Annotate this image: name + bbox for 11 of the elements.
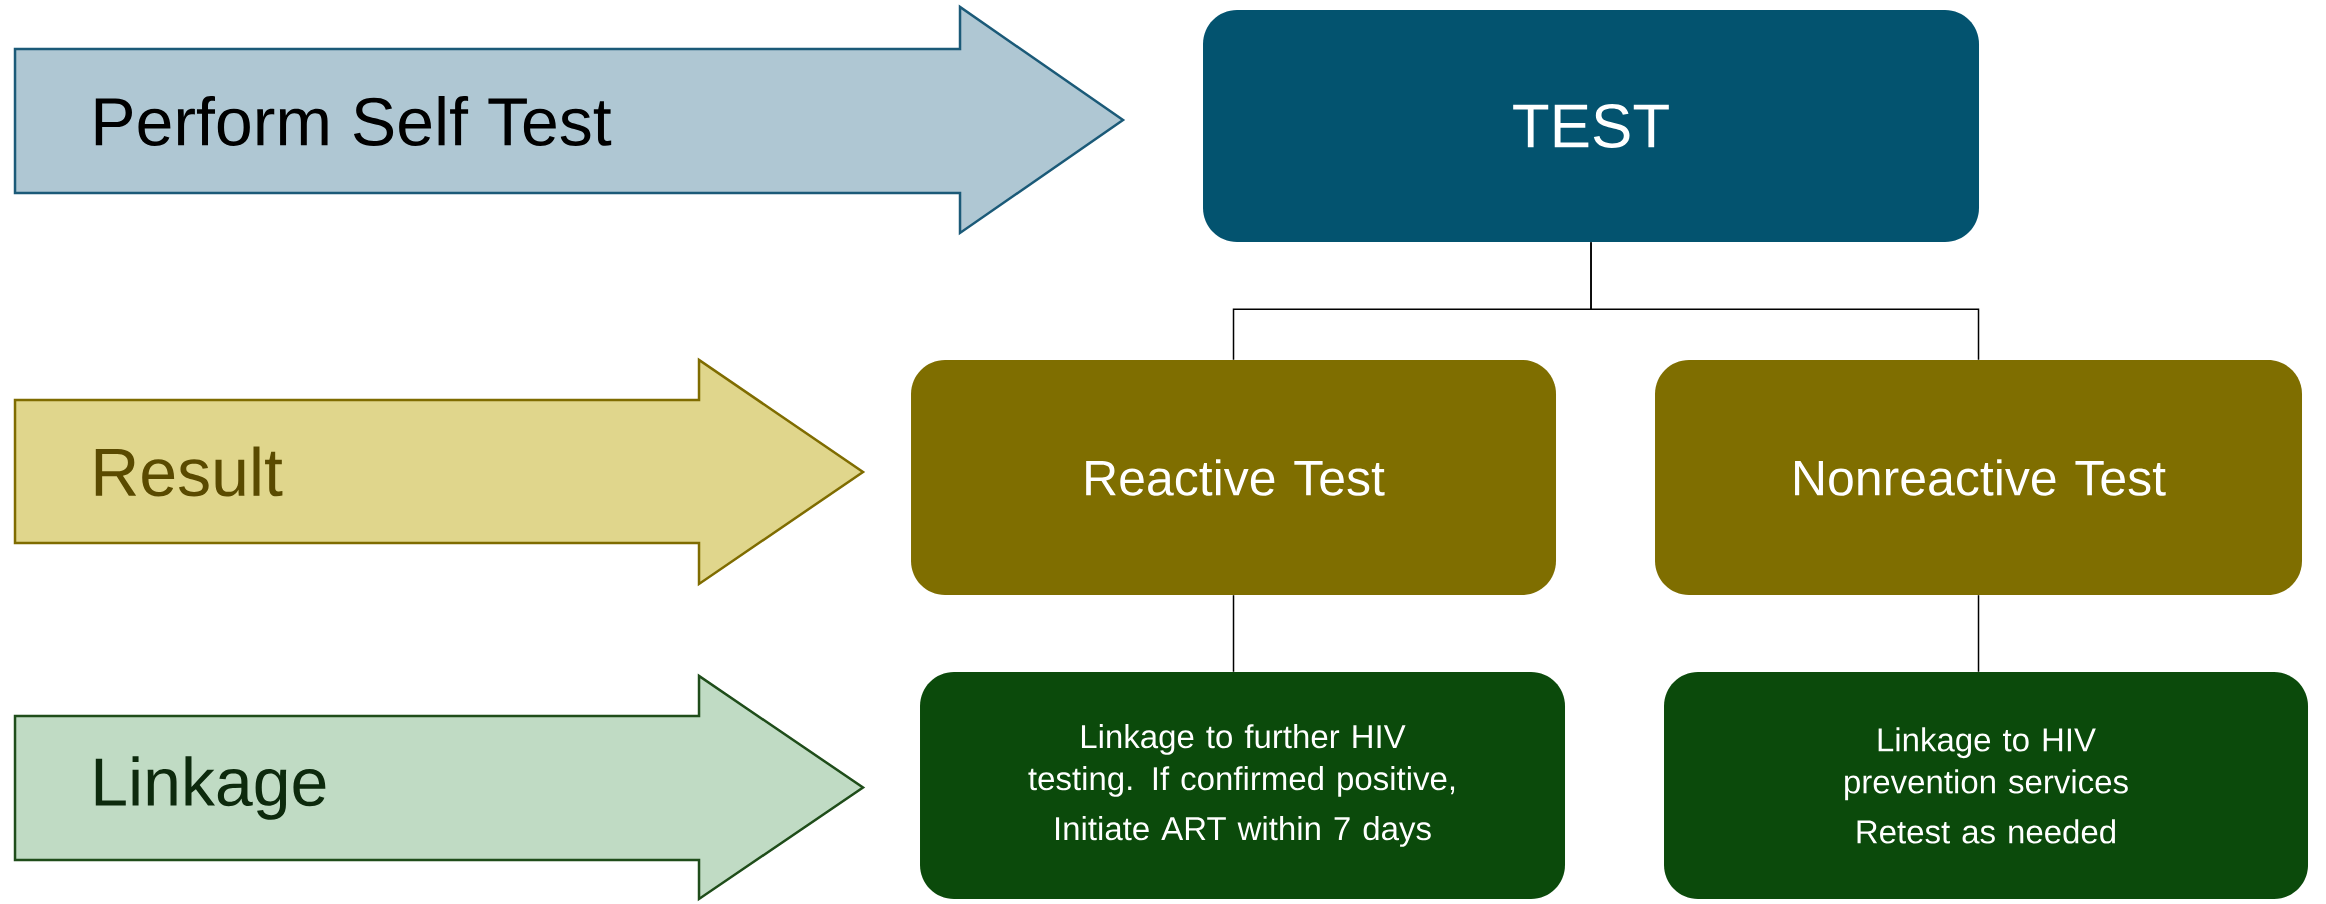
rounded-box: TEST <box>1203 10 1979 242</box>
rounded-box: Nonreactive Test <box>1655 360 2302 595</box>
stage-banner: Result <box>13 357 866 587</box>
connector-line <box>1590 241 1980 361</box>
stage-banner: Linkage <box>13 673 866 902</box>
rounded-box: Linkage to further HIV testing. If confirmed positive, Initiate ART within 7 days <box>920 672 1565 899</box>
rounded-box: Linkage to HIV prevention services Retest as needed <box>1664 672 2308 899</box>
rounded-box: Reactive Test <box>911 360 1556 595</box>
stage-banner: Perform Self Test <box>13 4 1126 236</box>
connector-line <box>1977 594 1980 673</box>
connector-line <box>1232 594 1235 673</box>
